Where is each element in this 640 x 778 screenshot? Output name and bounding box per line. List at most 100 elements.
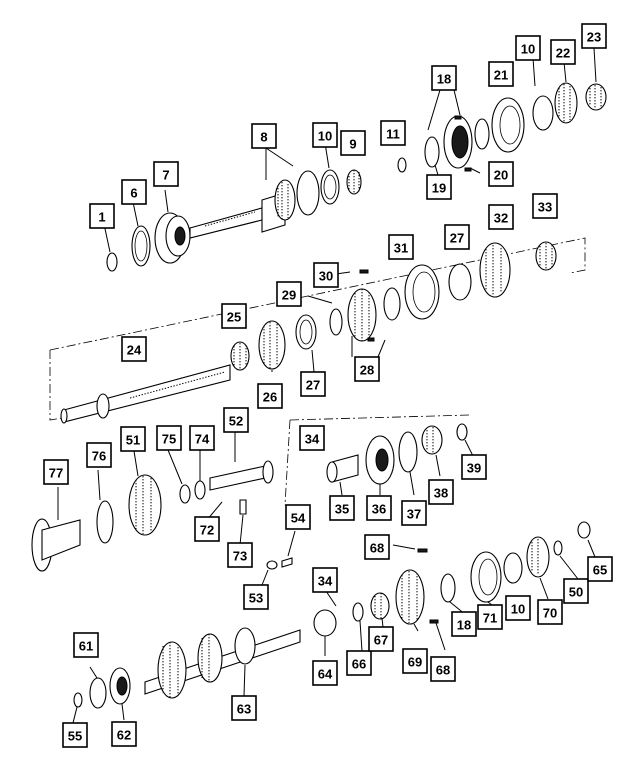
callout-box [153,161,179,187]
callout-21: 21 [488,61,514,87]
callout-box [189,425,215,451]
callout-number: 34 [318,574,333,589]
callout-64: 64 [312,660,338,686]
callout-box [43,459,69,485]
callout-number: 37 [407,507,421,522]
callout-number: 51 [126,433,140,448]
callout-number: 52 [229,414,243,429]
callout-box [257,383,283,409]
callout-box [194,516,220,542]
callout-65: 65 [587,556,613,582]
callout-number: 29 [282,288,296,303]
callout-67: 67 [368,626,394,652]
callout-number: 72 [200,523,214,538]
callout-number: 68 [436,663,450,678]
callout-34: 34 [312,567,338,593]
gear-38 [421,425,443,455]
callout-33: 33 [532,193,558,219]
callout-number: 74 [195,432,210,447]
callout-74: 74 [189,425,215,451]
callout-55: 55 [62,722,88,748]
callout-box [477,604,503,630]
callout-61: 61 [73,632,99,658]
callout-29: 29 [276,281,302,307]
callout-number: 9 [349,137,356,152]
snap-ring-55 [73,692,83,708]
callout-71: 71 [477,604,503,630]
callout-26: 26 [257,383,283,409]
callout-24: 24 [121,336,147,362]
synchro-sleeve-2 [404,264,440,320]
callout-36: 36 [366,495,392,521]
callout-number: 61 [79,639,93,654]
callout-number: 75 [162,432,176,447]
callout-box [368,626,394,652]
callout-20: 20 [488,161,514,187]
callout-28: 28 [354,356,380,382]
callout-18: 18 [431,65,457,91]
callout-number: 68 [370,541,384,556]
callout-box [581,23,607,49]
callout-1: 1 [89,203,115,229]
bearing-65 [577,521,591,539]
bearing-67 [370,592,390,620]
callout-box [156,425,182,451]
callout-number: 1 [98,210,105,225]
callout-box [428,479,454,505]
callout-number: 25 [227,310,241,325]
callout-number: 24 [127,343,142,358]
callout-box [401,500,427,526]
callout-box [354,356,380,382]
callout-number: 50 [569,585,583,600]
needle-bearing [585,83,607,111]
callout-number: 31 [394,241,408,256]
callout-number: 19 [432,181,446,196]
washer-66 [352,602,364,622]
callout-53: 53 [243,584,269,610]
callout-box [537,599,563,625]
small-hardware [266,548,439,624]
callout-box [251,123,277,149]
callout-number: 77 [49,466,63,481]
synchro-ring [329,308,343,336]
callout-50: 50 [563,578,589,604]
callout-number: 35 [335,502,349,517]
callout-number: 18 [437,72,451,87]
nut-53 [266,560,278,570]
callout-box [111,721,137,747]
snap-ring-small [397,157,407,173]
callout-box [86,442,112,468]
callout-number: 11 [386,127,400,142]
callout-number: 34 [305,432,320,447]
callout-box [515,35,541,61]
front-output-row [31,460,274,572]
callout-number: 10 [318,129,332,144]
cluster-gear-3 [234,627,256,665]
sleeve-71 [470,551,502,603]
callout-number: 33 [538,200,552,215]
cluster-gear-1 [157,641,187,699]
callout-72: 72 [194,516,220,542]
callout-box [587,556,613,582]
callout-box [221,303,247,329]
callout-number: 67 [374,633,388,648]
callout-box [426,174,452,200]
gear-22 [554,82,578,124]
callout-66: 66 [346,650,372,676]
callout-box [121,336,147,362]
callout-37: 37 [401,500,427,526]
callout-box [121,179,147,205]
callout-63: 63 [231,695,257,721]
ring-18 [440,573,456,603]
callout-27: 27 [444,224,470,250]
callout-number: 36 [372,502,386,517]
callout-number: 21 [494,68,508,83]
seal [96,500,114,544]
callout-box [329,495,355,521]
callout-box [461,454,487,480]
callout-box [366,495,392,521]
callout-number: 10 [521,42,535,57]
callout-18: 18 [451,611,477,637]
callout-30: 30 [313,262,339,288]
shaft-52 [209,465,266,491]
